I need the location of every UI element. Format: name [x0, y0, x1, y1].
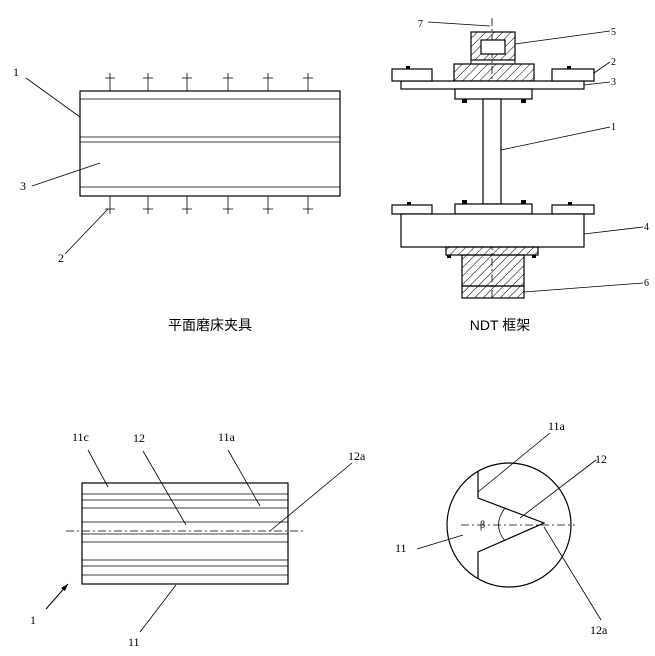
leader-11	[416, 534, 464, 550]
leader-1	[25, 77, 81, 118]
ndt-frame-figure: 7 5 2 3 1 4 6 NDT 框架	[391, 18, 649, 333]
label-6: 6	[644, 278, 649, 289]
leader-2	[64, 208, 109, 255]
label-11: 11	[128, 635, 140, 649]
leader-11	[139, 584, 177, 633]
leader-12a	[269, 462, 353, 532]
label-11a: 11a	[218, 430, 236, 444]
groove-lines	[82, 493, 288, 576]
label-2: 2	[611, 57, 616, 68]
fixture-figure: 1 3 2 平面磨床夹具	[13, 65, 341, 334]
leader-6	[523, 282, 644, 293]
bottom-block-6	[461, 285, 525, 299]
upper-mount	[454, 88, 533, 100]
label-3: 3	[611, 77, 616, 88]
upper-clamp-right	[551, 68, 595, 82]
top-block-window	[480, 39, 506, 55]
label-12: 12	[133, 431, 145, 445]
lower-clamp-left	[391, 204, 433, 215]
leader-11c	[87, 449, 109, 488]
label-11c: 11c	[72, 430, 89, 444]
bottom-bolt-markers	[105, 196, 313, 214]
label-12a: 12a	[348, 449, 366, 463]
label-2: 2	[58, 251, 64, 265]
grooved-block-figure: 11c 12 11a 12a 1 11	[30, 430, 366, 649]
upper-clamp-left	[391, 68, 433, 82]
label-12a: 12a	[590, 623, 608, 637]
lower-base-4	[400, 213, 585, 248]
v-groove-profile	[477, 471, 546, 578]
label-5: 5	[611, 27, 616, 38]
label-7: 7	[418, 19, 423, 30]
leader-11a	[227, 449, 261, 507]
upper-plate-3	[400, 80, 585, 90]
fixture-body	[79, 90, 341, 197]
v-groove-section-figure: 11a 12 β 11 12a	[395, 419, 608, 637]
label-4: 4	[644, 222, 649, 233]
arrow-1-head	[61, 584, 68, 591]
leader-3	[583, 81, 611, 86]
block-body-11	[81, 482, 289, 585]
leader-12	[142, 450, 187, 526]
leader-7	[427, 21, 491, 27]
leader-1	[500, 126, 611, 151]
top-bolt-markers	[105, 73, 313, 91]
label-11a: 11a	[548, 419, 566, 433]
beta-label: β	[480, 520, 485, 531]
label-11: 11	[395, 541, 407, 555]
label-12: 12	[595, 452, 607, 466]
shaft-1	[482, 98, 502, 205]
leader-4	[583, 226, 644, 235]
leader-12a	[543, 526, 602, 621]
ndt-frame-caption: NDT 框架	[470, 317, 530, 333]
leader-12	[519, 459, 597, 519]
top-flange	[453, 63, 535, 82]
label-1: 1	[611, 122, 616, 133]
fixture-caption: 平面磨床夹具	[168, 318, 252, 334]
label-3: 3	[20, 179, 26, 193]
label-1: 1	[13, 65, 19, 79]
bottom-block	[461, 254, 525, 287]
leader-2	[593, 61, 611, 74]
lower-clamp-right	[551, 204, 595, 215]
label-1: 1	[30, 613, 36, 627]
lower-mount	[454, 203, 533, 215]
beta-angle-arc	[498, 507, 506, 542]
leader-3	[31, 162, 101, 187]
leader-11a	[477, 432, 551, 493]
leader-5	[514, 30, 611, 45]
bottom-flange	[445, 246, 539, 256]
